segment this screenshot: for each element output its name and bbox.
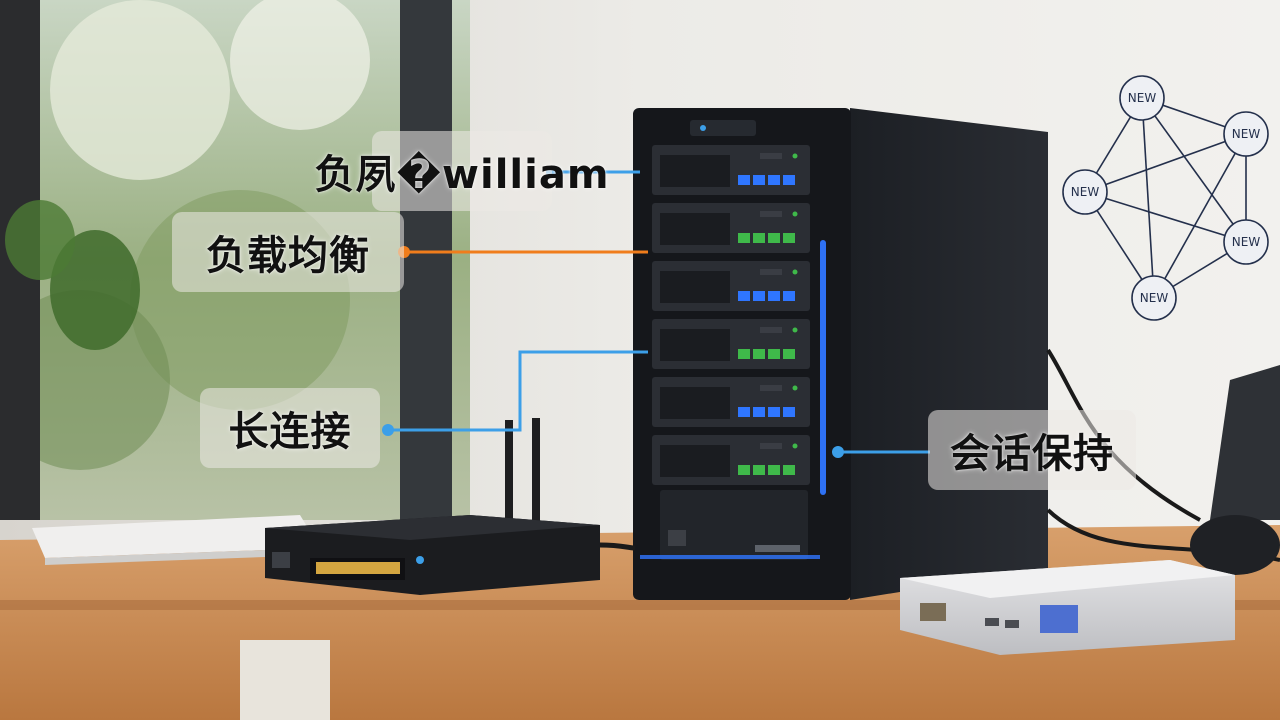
feature-label-session-persistence: 会话保持 bbox=[928, 410, 1136, 490]
feature-label-top: 负夙�william bbox=[315, 131, 609, 211]
feature-label-load-balancing: 负载均衡 bbox=[172, 212, 404, 292]
network-node-label: NEW bbox=[1232, 127, 1261, 141]
network-edge bbox=[1084, 133, 1247, 193]
network-node-label: NEW bbox=[1128, 91, 1157, 105]
network-edge bbox=[1141, 97, 1247, 243]
network-node-label: NEW bbox=[1140, 291, 1169, 305]
network-edge bbox=[1153, 133, 1247, 299]
network-node bbox=[1131, 275, 1177, 321]
network-node bbox=[1223, 219, 1269, 265]
network-node-label: NEW bbox=[1071, 185, 1100, 199]
network-diagram: NEW NEW NEW NEW NEW bbox=[1062, 75, 1269, 321]
network-node bbox=[1062, 169, 1108, 215]
network-node bbox=[1223, 111, 1269, 157]
connector-lines bbox=[388, 170, 930, 454]
network-edge bbox=[1084, 191, 1247, 243]
connector-dot bbox=[832, 446, 844, 458]
feature-label-long-connection: 长连接 bbox=[200, 388, 380, 468]
network-node bbox=[1119, 75, 1165, 121]
connector-dot bbox=[382, 424, 394, 436]
network-edge bbox=[1141, 97, 1155, 299]
network-node-label: NEW bbox=[1232, 235, 1261, 249]
